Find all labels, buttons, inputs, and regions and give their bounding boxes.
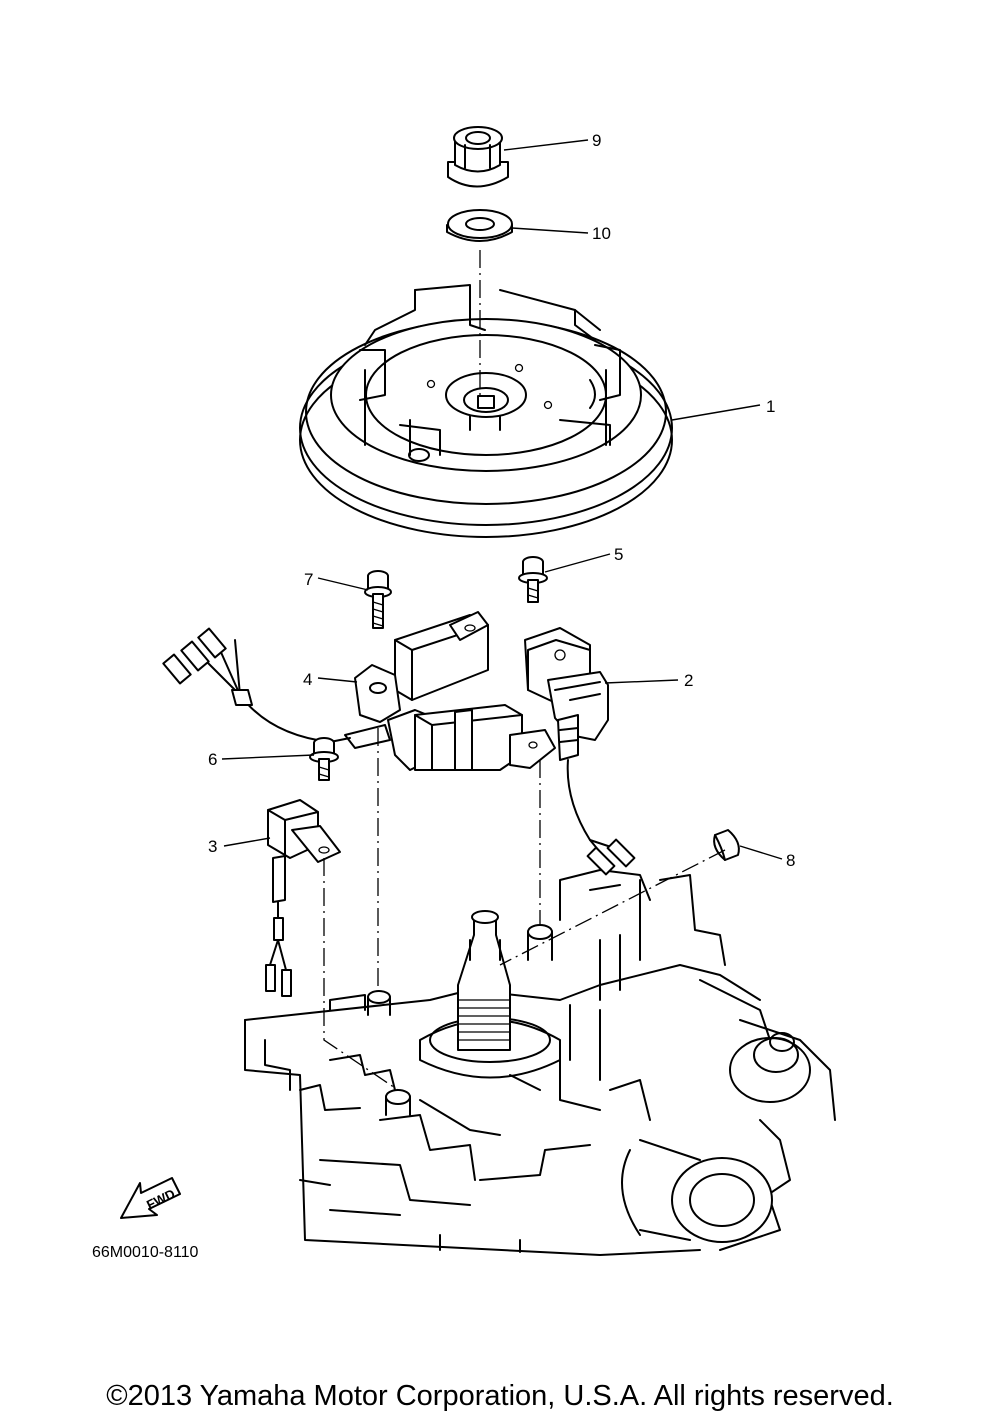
callout-5: 5 bbox=[614, 545, 623, 564]
fwd-arrow-icon: FWD bbox=[120, 1177, 181, 1219]
woodruff-key bbox=[713, 829, 740, 861]
pulser-coil bbox=[524, 627, 609, 841]
bolt-7 bbox=[364, 570, 392, 629]
callout-4: 4 bbox=[303, 670, 312, 689]
alignment-lines bbox=[323, 250, 726, 1091]
callout-7: 7 bbox=[304, 570, 313, 589]
bolt-5 bbox=[518, 556, 548, 603]
stator-coil bbox=[329, 704, 556, 771]
callout-6: 6 bbox=[208, 750, 217, 769]
flywheel-nut bbox=[447, 126, 509, 188]
callout-2: 2 bbox=[684, 671, 693, 690]
flywheel-rotor bbox=[299, 284, 673, 538]
callout-1: 1 bbox=[766, 397, 775, 416]
callout-leaders bbox=[221, 139, 783, 860]
bolt-6 bbox=[309, 737, 339, 781]
copyright-notice: ©2013 Yamaha Motor Corporation, U.S.A. A… bbox=[106, 1380, 894, 1412]
callout-9: 9 bbox=[592, 131, 601, 150]
charge-coil bbox=[265, 799, 341, 997]
callout-8: 8 bbox=[786, 851, 795, 870]
crankshaft-end bbox=[457, 910, 511, 1051]
callout-3: 3 bbox=[208, 837, 217, 856]
engine-block bbox=[244, 869, 836, 1256]
callout-10: 10 bbox=[592, 224, 611, 243]
lighting-coil bbox=[354, 611, 489, 723]
flywheel-washer bbox=[446, 209, 513, 242]
wire-leads bbox=[162, 627, 636, 876]
drawing-code: 66M0010-8110 bbox=[92, 1244, 199, 1261]
